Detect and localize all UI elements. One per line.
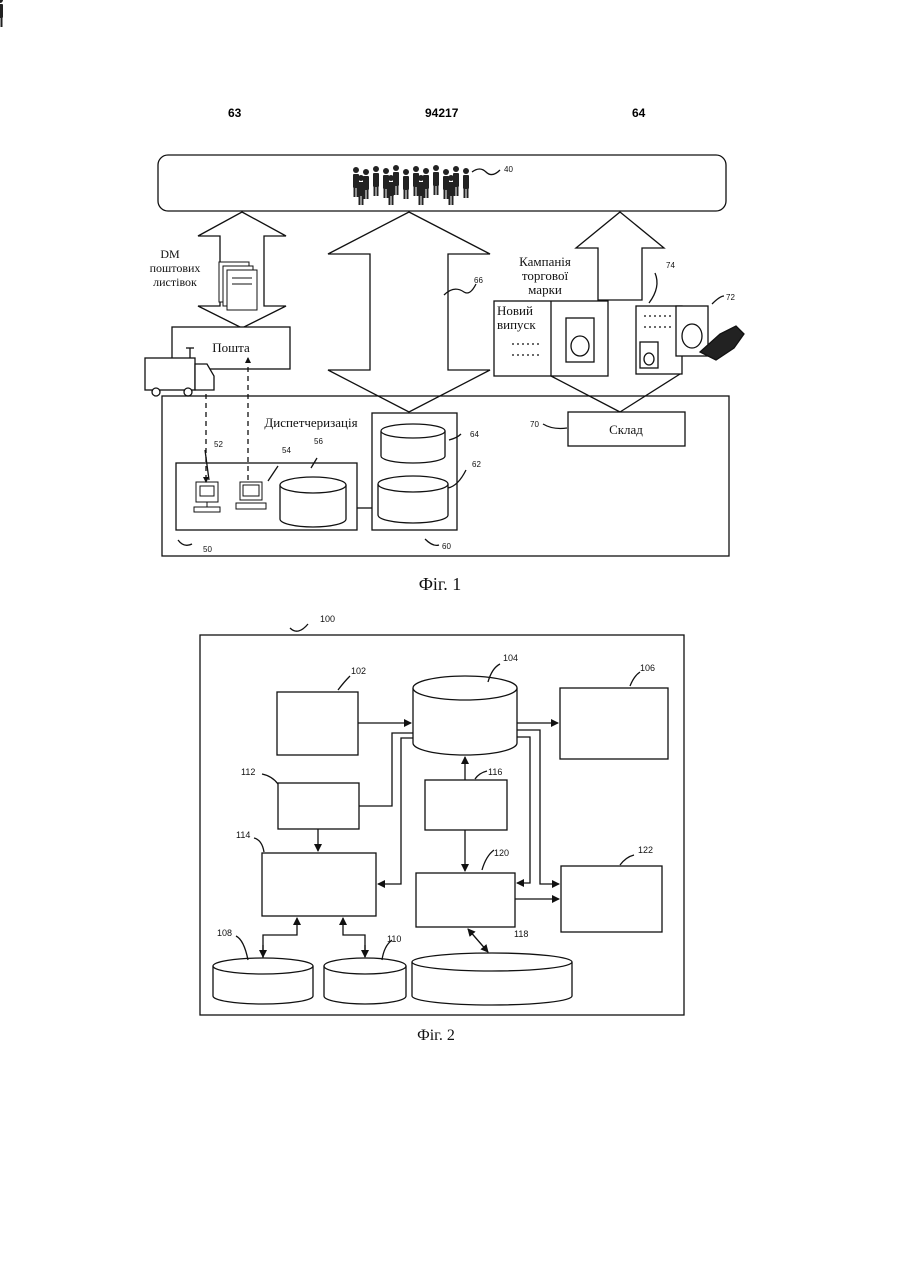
database-110 — [324, 958, 406, 1004]
ref-120: 120 — [494, 848, 509, 858]
ref-74: 74 — [666, 261, 675, 270]
dm-label-line2: поштових — [150, 261, 201, 275]
post-label: Пошта — [212, 340, 250, 355]
center-double-arrow — [328, 212, 490, 412]
database-62 — [378, 476, 448, 523]
customers-bar — [158, 155, 726, 211]
block-120 — [416, 873, 515, 927]
workstation-icon — [194, 482, 220, 512]
campaign-arrow — [576, 212, 664, 300]
block-114 — [262, 853, 376, 916]
ref-114: 114 — [236, 830, 250, 840]
figure-1-caption: Фіг. 1 — [419, 574, 462, 594]
block-116 — [425, 780, 507, 830]
campaign-label-line1: Кампанія — [519, 254, 571, 269]
database-104 — [413, 676, 517, 755]
ref-116: 116 — [488, 767, 502, 777]
block-122 — [561, 866, 662, 932]
campaign-label-line3: марки — [528, 282, 562, 297]
ref-110: 110 — [387, 934, 401, 944]
new-release-line1: Новий — [497, 303, 533, 318]
ref-52: 52 — [214, 440, 223, 449]
ref-72: 72 — [726, 293, 735, 302]
figure-1 — [0, 0, 744, 556]
ref-40: 40 — [504, 165, 513, 174]
database-56 — [280, 477, 346, 527]
ref-60: 60 — [442, 542, 451, 551]
postcards-icon — [219, 262, 257, 310]
ref-50: 50 — [203, 545, 212, 554]
campaign-label-line2: торгової — [522, 268, 569, 283]
new-release-line2: випуск — [497, 317, 536, 332]
ref-118: 118 — [514, 929, 528, 939]
block-106 — [560, 688, 668, 759]
figure-2-refs: 100 102 104 106 112 116 114 120 122 108 … — [217, 614, 655, 944]
warehouse-label: Склад — [609, 422, 643, 437]
database-108 — [213, 958, 313, 1004]
ref-122: 122 — [638, 845, 653, 855]
ref-100: 100 — [320, 614, 335, 624]
ref-54: 54 — [282, 446, 291, 455]
ref-102: 102 — [351, 666, 366, 676]
figure-2-caption: Фіг. 2 — [417, 1027, 455, 1044]
ref-66: 66 — [474, 276, 483, 285]
ref-62: 62 — [472, 460, 481, 469]
dm-label-line3: листівок — [153, 275, 197, 289]
figure-2 — [200, 624, 684, 1015]
database-64 — [381, 424, 445, 463]
ref-112: 112 — [241, 767, 255, 777]
ref-70: 70 — [530, 420, 539, 429]
ref-56: 56 — [314, 437, 323, 446]
database-118 — [412, 953, 572, 1005]
ref-104: 104 — [503, 653, 518, 663]
ref-106: 106 — [640, 663, 655, 673]
computer-icon — [236, 482, 266, 509]
block-112 — [278, 783, 359, 829]
block-102 — [277, 692, 358, 755]
dm-label-line1: DM — [160, 247, 180, 261]
ref-64: 64 — [470, 430, 479, 439]
customers-icon — [0, 0, 469, 205]
dispatch-label: Диспетчеризація — [264, 415, 357, 430]
ref-108: 108 — [217, 928, 232, 938]
